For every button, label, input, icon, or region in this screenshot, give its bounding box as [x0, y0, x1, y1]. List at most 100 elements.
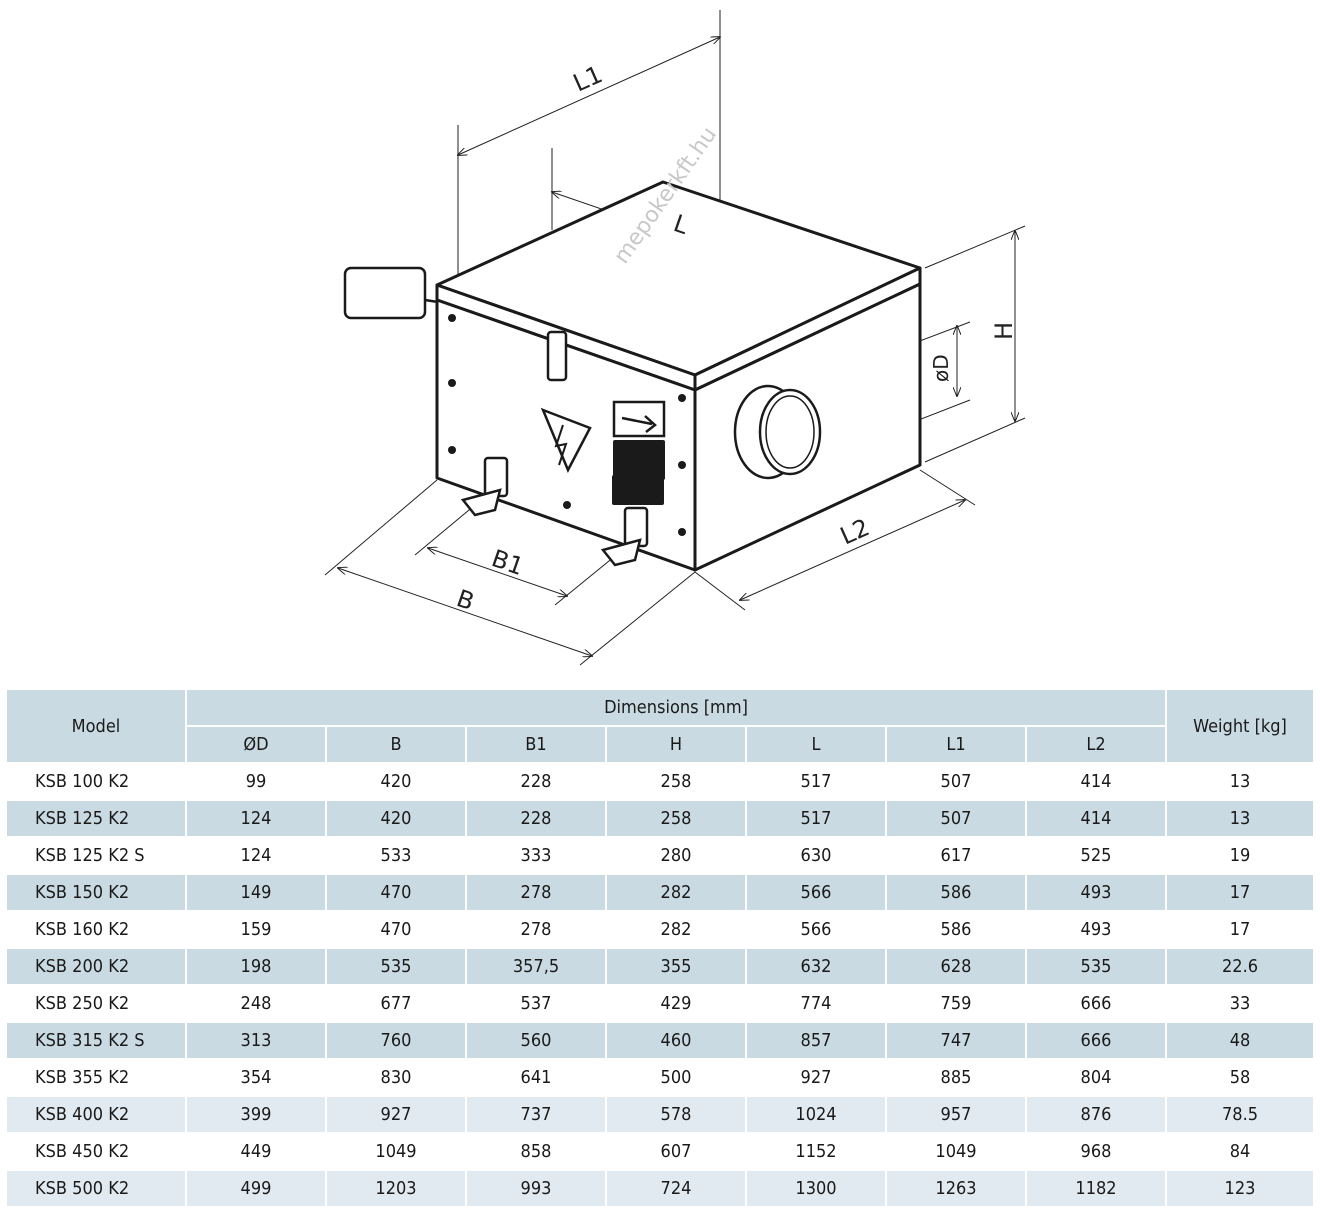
model-cell: KSB 150 K2 [7, 875, 185, 910]
dimension-cell: 666 [1027, 986, 1165, 1021]
model-cell: KSB 160 K2 [7, 912, 185, 947]
dimension-cell: 228 [467, 801, 605, 836]
model-cell: KSB 125 K2 S [7, 838, 185, 873]
dimension-cell: 858 [467, 1134, 605, 1169]
model-cell: KSB 355 K2 [7, 1060, 185, 1095]
header-dim-column: L [747, 727, 885, 762]
dimension-cell: 420 [327, 801, 465, 836]
dimension-cell: 507 [887, 801, 1025, 836]
dimension-cell: 830 [327, 1060, 465, 1095]
dimension-cell: 1182 [1027, 1171, 1165, 1206]
dim-label-l1: L1 [569, 60, 607, 97]
dimension-cell: 927 [747, 1060, 885, 1095]
header-dim-column: L1 [887, 727, 1025, 762]
dimension-cell: 278 [467, 912, 605, 947]
dimension-cell: 460 [607, 1023, 745, 1058]
dimension-cell: 1263 [887, 1171, 1025, 1206]
dimension-cell: 357,5 [467, 949, 605, 984]
dimension-cell: 774 [747, 986, 885, 1021]
dimension-cell: 760 [327, 1023, 465, 1058]
header-dim-column: B [327, 727, 465, 762]
product-dimension-drawing: L1 L H øD L2 B B1 mepokerkft.hu [324, 10, 1026, 666]
header-dim-column: ØD [187, 727, 325, 762]
dimension-cell: 666 [1027, 1023, 1165, 1058]
dimension-cell: 517 [747, 801, 885, 836]
dimension-cell: 857 [747, 1023, 885, 1058]
dimension-cell: 470 [327, 912, 465, 947]
dimension-cell: 641 [467, 1060, 605, 1095]
dim-label-d: øD [929, 354, 953, 382]
dimension-cell: 124 [187, 838, 325, 873]
dimension-cell: 282 [607, 912, 745, 947]
dimension-cell: 885 [887, 1060, 1025, 1095]
dimension-cell: 355 [607, 949, 745, 984]
dim-label-b: B [453, 584, 478, 616]
dimension-cell: 354 [187, 1060, 325, 1095]
dimension-cell: 429 [607, 986, 745, 1021]
weight-cell: 22.6 [1167, 949, 1313, 984]
header-dim-column: B1 [467, 727, 605, 762]
weight-cell: 17 [1167, 875, 1313, 910]
header-model: Model [7, 690, 185, 762]
dimension-cell: 149 [187, 875, 325, 910]
weight-cell: 17 [1167, 912, 1313, 947]
model-cell: KSB 125 K2 [7, 801, 185, 836]
dimension-cell: 537 [467, 986, 605, 1021]
dimension-cell: 607 [607, 1134, 745, 1169]
dimension-cell: 258 [607, 801, 745, 836]
dimension-cell: 957 [887, 1097, 1025, 1132]
weight-cell: 58 [1167, 1060, 1313, 1095]
dimension-cell: 159 [187, 912, 325, 947]
dimension-cell: 586 [887, 875, 1025, 910]
weight-cell: 13 [1167, 801, 1313, 836]
dimension-cell: 507 [887, 764, 1025, 799]
model-cell: KSB 315 K2 S [7, 1023, 185, 1058]
dimension-cell: 499 [187, 1171, 325, 1206]
dimension-cell: 493 [1027, 912, 1165, 947]
model-cell: KSB 500 K2 [7, 1171, 185, 1206]
dim-label-h: H [990, 322, 1018, 340]
dimension-cell: 628 [887, 949, 1025, 984]
model-cell: KSB 100 K2 [7, 764, 185, 799]
dimension-cell: 198 [187, 949, 325, 984]
weight-cell: 13 [1167, 764, 1313, 799]
dimension-cell: 525 [1027, 838, 1165, 873]
header-dim-column: L2 [1027, 727, 1165, 762]
dimension-cell: 535 [327, 949, 465, 984]
dimension-cell: 737 [467, 1097, 605, 1132]
dimension-cell: 1024 [747, 1097, 885, 1132]
dimension-cell: 248 [187, 986, 325, 1021]
dimension-cell: 535 [1027, 949, 1165, 984]
dimension-cell: 470 [327, 875, 465, 910]
dimension-cell: 228 [467, 764, 605, 799]
header-dim-column: H [607, 727, 745, 762]
dimension-cell: 747 [887, 1023, 1025, 1058]
weight-cell: 19 [1167, 838, 1313, 873]
dimension-cell: 500 [607, 1060, 745, 1095]
header-dimensions: Dimensions [mm] [187, 690, 1165, 725]
dimension-cell: 1049 [327, 1134, 465, 1169]
dimension-cell: 449 [187, 1134, 325, 1169]
dimension-cell: 258 [607, 764, 745, 799]
dimension-cell: 968 [1027, 1134, 1165, 1169]
dimension-cell: 278 [467, 875, 605, 910]
dimension-cell: 566 [747, 912, 885, 947]
dim-label-l2: L2 [836, 513, 874, 550]
dimension-cell: 420 [327, 764, 465, 799]
dimension-cell: 677 [327, 986, 465, 1021]
dimension-cell: 282 [607, 875, 745, 910]
dimension-cell: 99 [187, 764, 325, 799]
dimension-cell: 724 [607, 1171, 745, 1206]
weight-cell: 48 [1167, 1023, 1313, 1058]
dimension-cell: 493 [1027, 875, 1165, 910]
dimension-cell: 414 [1027, 801, 1165, 836]
dimension-cell: 1203 [327, 1171, 465, 1206]
